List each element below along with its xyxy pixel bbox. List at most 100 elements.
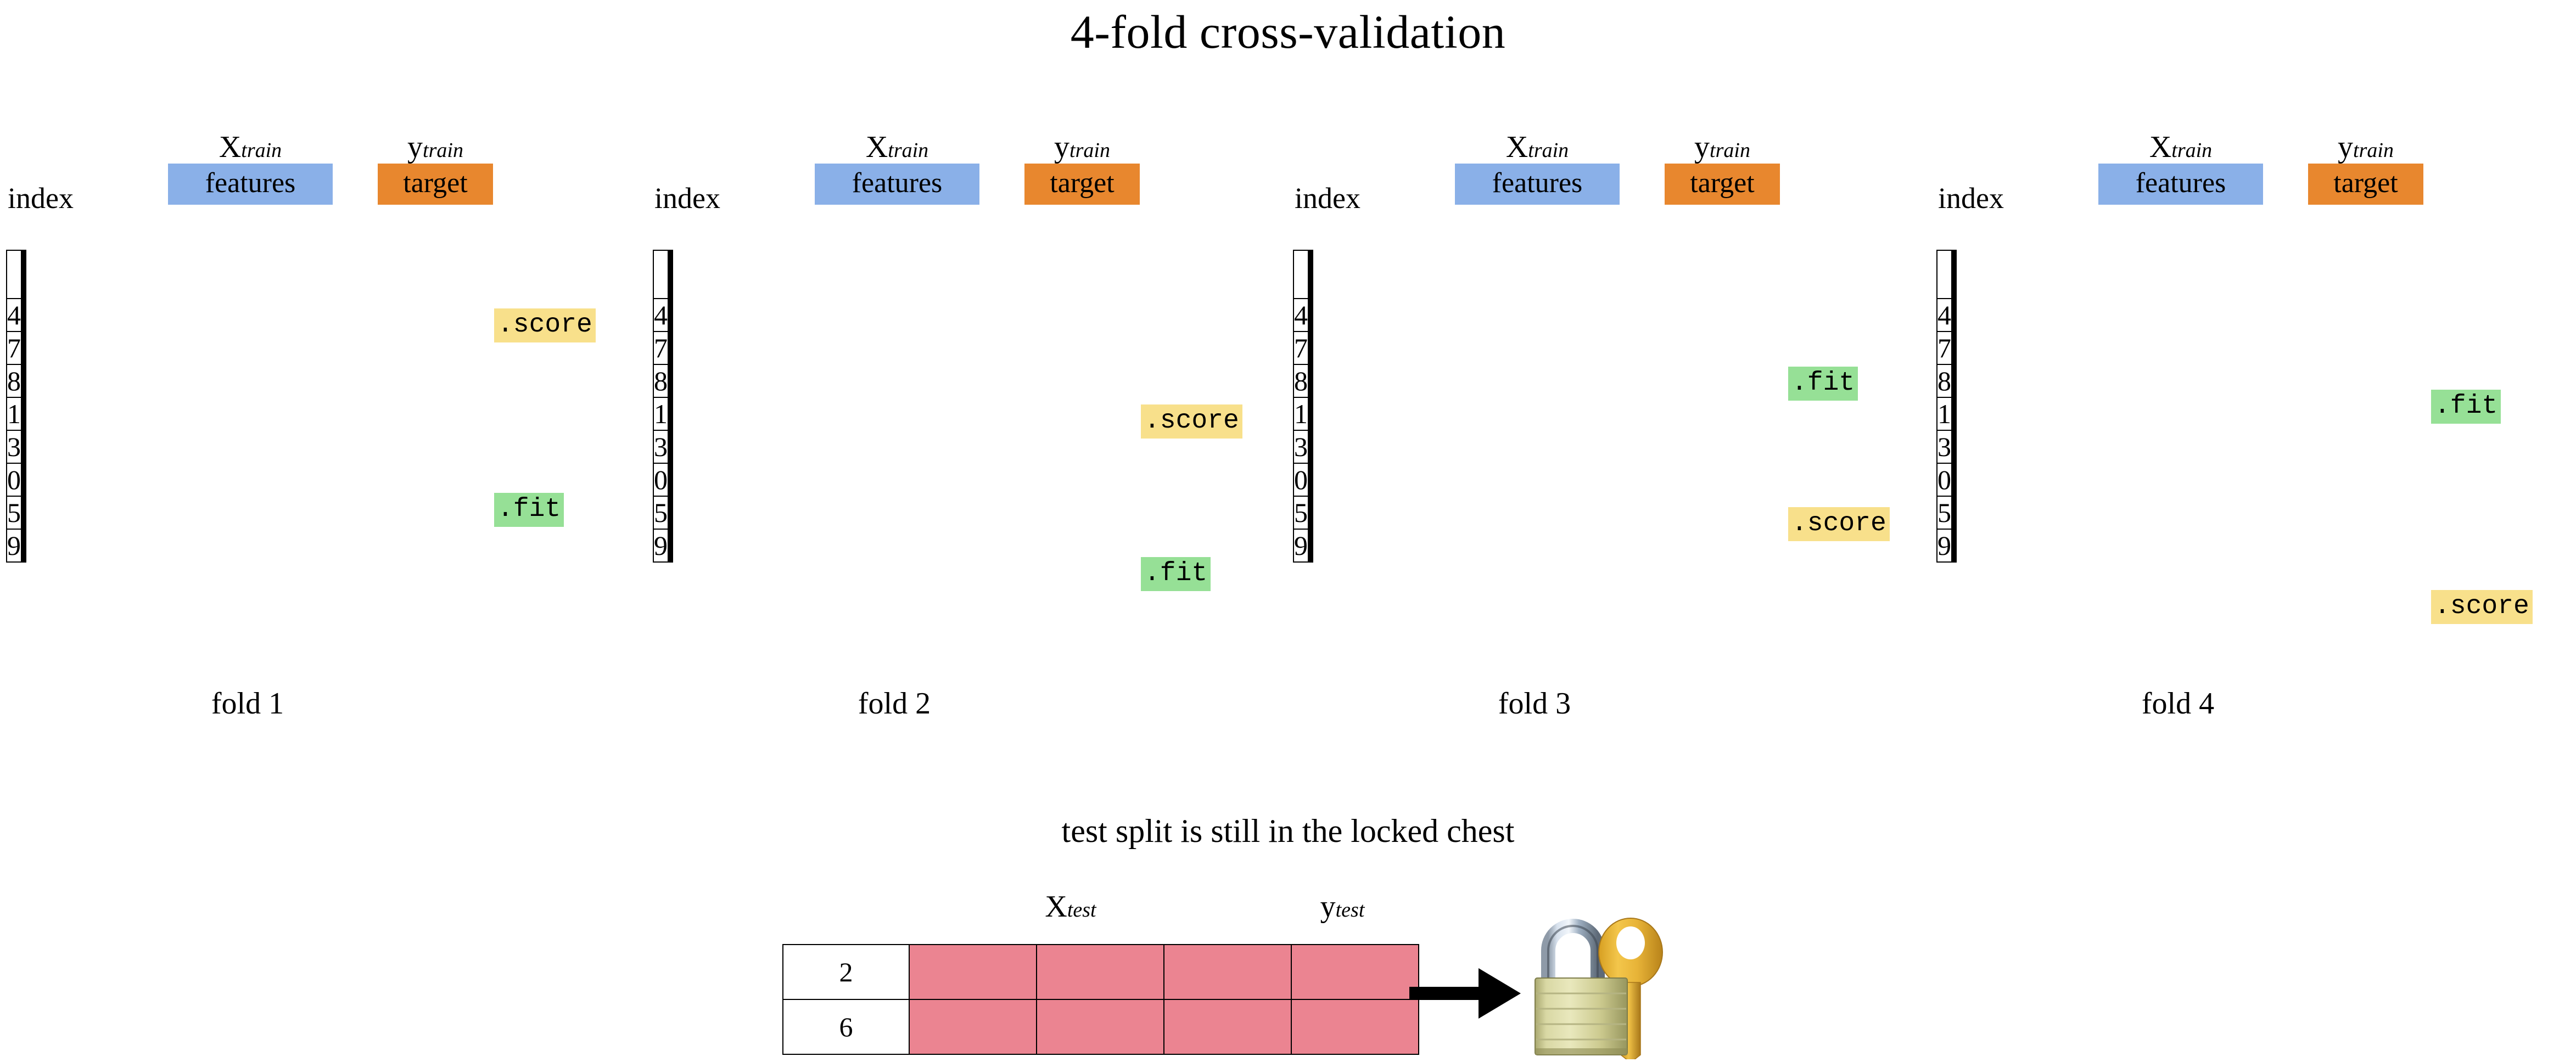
table-row: 0	[1936, 463, 1957, 497]
val-cell	[22, 331, 24, 365]
table-row: 1	[1293, 397, 1313, 431]
train-cell	[668, 496, 670, 530]
score-badge: .score	[494, 308, 596, 342]
table-row: 9	[6, 529, 26, 563]
table-row: 3	[1293, 430, 1313, 464]
train-cell	[1310, 364, 1312, 398]
val-cell	[1952, 529, 1955, 563]
table-row: 5	[1293, 496, 1313, 530]
row-index: 3	[1293, 430, 1309, 464]
val-cell	[670, 364, 672, 398]
train-cell	[24, 364, 26, 398]
val-cell	[1951, 496, 1953, 530]
train-cell	[21, 463, 23, 497]
header-feature-cell	[669, 250, 671, 299]
test-cell	[1163, 999, 1292, 1055]
row-index: 4	[1936, 298, 1952, 332]
train-cell	[22, 364, 24, 398]
y-train-header: ytrain target	[2308, 130, 2423, 228]
train-cell	[1951, 298, 1953, 332]
train-cell	[669, 298, 671, 332]
x-train-symbol: Xtrain	[219, 130, 282, 164]
train-cell	[670, 298, 672, 332]
y-train-symbol: ytrain	[2338, 130, 2394, 164]
fold-1-table: 4 7 8 1 3 0 5 9	[6, 250, 26, 563]
test-cell	[1291, 944, 1419, 1000]
x-train-header: Xtrain features	[1455, 130, 1620, 228]
padlock-with-key-icon	[1532, 900, 1669, 1062]
train-cell	[1310, 331, 1312, 365]
y-test-subscript: test	[1335, 898, 1365, 921]
train-cell	[1953, 364, 1956, 398]
row-index: 8	[1936, 364, 1952, 398]
val-cell	[21, 331, 23, 365]
score-badge: .score	[1141, 404, 1242, 439]
val-cell	[1955, 496, 1957, 530]
x-train-symbol: Xtrain	[865, 130, 929, 164]
x-test-symbol: X	[1045, 890, 1067, 924]
train-cell	[1953, 430, 1956, 464]
train-cell	[671, 496, 673, 530]
index-label: index	[1295, 182, 1360, 215]
index-label: index	[654, 182, 720, 215]
train-cell	[1308, 496, 1310, 530]
train-cell	[1955, 463, 1957, 497]
locked-chest-caption: test split is still in the locked chest	[1061, 813, 1515, 849]
train-cell	[1955, 331, 1957, 365]
train-cell	[1311, 298, 1313, 332]
row-index: 7	[1936, 331, 1952, 365]
train-cell	[1308, 331, 1310, 365]
fold-2-table: 4 7 8 1 3 0 5 9	[653, 250, 673, 563]
table-row: 0	[6, 463, 26, 497]
test-cell	[1036, 999, 1164, 1055]
header-target-cell	[1311, 250, 1313, 299]
table-row: 0	[1293, 463, 1313, 497]
target-chip: target	[2308, 164, 2423, 205]
train-cell	[21, 496, 23, 530]
test-split-table: 2 6	[782, 944, 1419, 1055]
train-cell	[1955, 298, 1957, 332]
row-index: 0	[1293, 463, 1309, 497]
row-index: 5	[6, 496, 22, 530]
table-row: 5	[1936, 496, 1957, 530]
row-index: 9	[1293, 529, 1309, 563]
train-cell	[1953, 331, 1956, 365]
table-row: 1	[653, 397, 673, 431]
train-cell	[21, 430, 23, 464]
row-index: 7	[1293, 331, 1309, 365]
train-cell	[669, 331, 671, 365]
header-feature-cell	[1308, 250, 1310, 299]
row-index: 3	[1936, 430, 1952, 464]
header-feature-cell	[21, 250, 23, 299]
table-row: 9	[653, 529, 673, 563]
y-test-symbol: y	[1320, 890, 1336, 924]
row-index: 5	[653, 496, 669, 530]
val-cell	[22, 298, 24, 332]
features-chip: features	[815, 164, 979, 205]
row-index: 9	[6, 529, 22, 563]
x-train-header: Xtrain features	[168, 130, 333, 228]
row-index: 1	[1293, 397, 1309, 431]
train-cell	[1952, 298, 1955, 332]
table-row: 8	[653, 364, 673, 398]
train-cell	[1951, 463, 1953, 497]
train-cell	[1952, 397, 1955, 431]
train-cell	[668, 430, 670, 464]
train-cell	[24, 496, 26, 530]
train-cell	[1952, 463, 1955, 497]
table-row: 7	[1936, 331, 1957, 365]
y-train-symbol: ytrain	[407, 130, 463, 164]
train-cell	[24, 463, 26, 497]
train-cell	[670, 331, 672, 365]
row-index: 9	[653, 529, 669, 563]
table-row: 5	[6, 496, 26, 530]
row-index: 3	[653, 430, 669, 464]
table-row: 4	[1293, 298, 1313, 332]
row-index: 1	[6, 397, 22, 431]
row-index: 7	[653, 331, 669, 365]
table-row: 8	[6, 364, 26, 398]
header-index-cell	[1936, 250, 1952, 299]
train-cell	[1955, 430, 1957, 464]
y-train-symbol: ytrain	[1694, 130, 1750, 164]
table-row: 5	[653, 496, 673, 530]
